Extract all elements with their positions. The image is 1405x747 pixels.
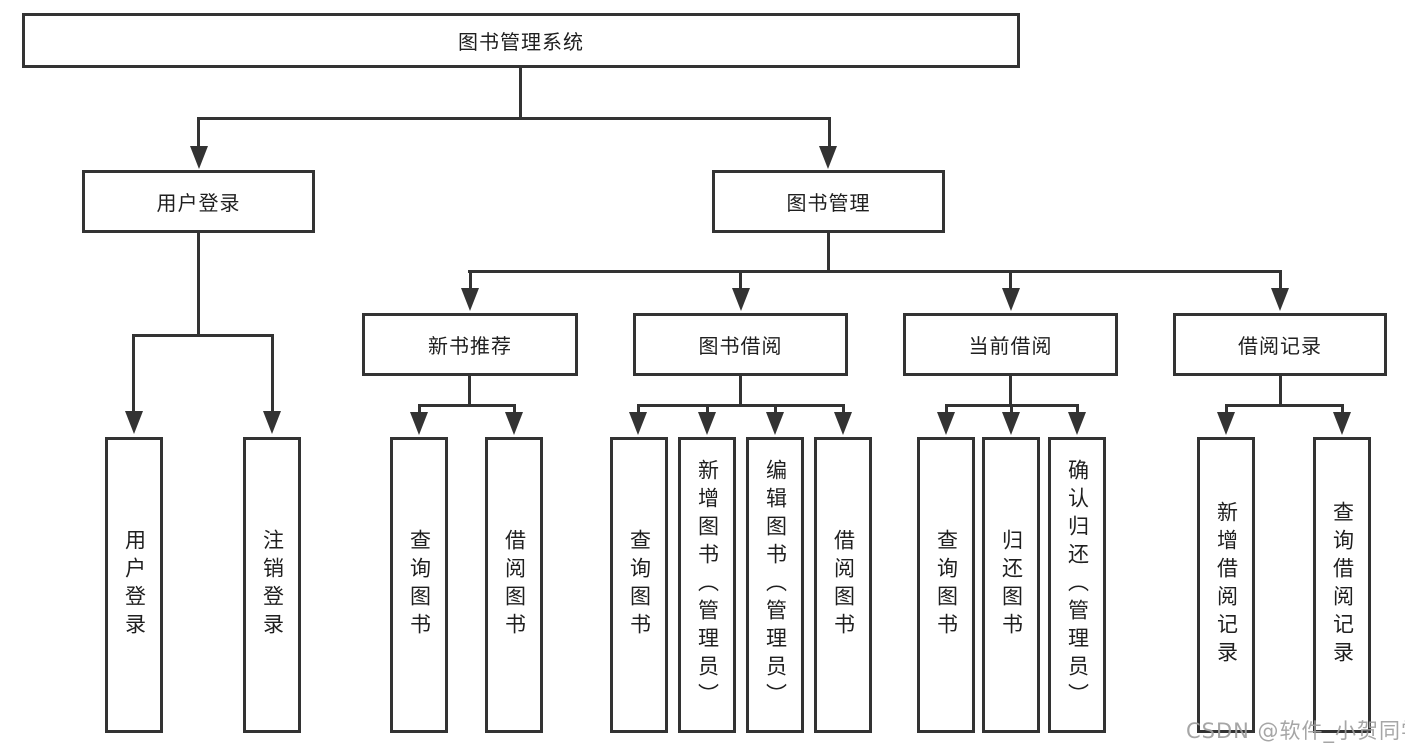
leaf-label: 归还图书 (999, 529, 1024, 641)
arrowhead-down-icon (125, 411, 143, 434)
connector-line (132, 334, 135, 412)
arrowhead-down-icon (1271, 288, 1289, 311)
connector-line (1010, 404, 1013, 414)
connector-line (468, 376, 471, 406)
leaf-edit-books-admin: 编辑图书（管理员） (746, 437, 804, 733)
leaf-query-books-recommend: 查询图书 (390, 437, 448, 733)
csdn-watermark: CSDN @软件_小贺同学 (1186, 719, 1405, 743)
leaf-label: 编辑图书（管理员） (763, 459, 788, 711)
leaf-label: 借阅图书 (502, 529, 527, 641)
connector-line (1341, 404, 1344, 414)
connector-line (1225, 404, 1343, 407)
leaf-label: 注销登录 (260, 529, 285, 641)
leaf-confirm-return-admin: 确认归还（管理员） (1048, 437, 1106, 733)
arrowhead-down-icon (834, 412, 852, 435)
leaf-label: 借阅图书 (831, 529, 856, 641)
leaf-label: 用户登录 (122, 529, 147, 641)
node-user-login: 用户登录 (82, 170, 315, 233)
arrowhead-down-icon (937, 412, 955, 435)
leaf-query-books-current: 查询图书 (917, 437, 975, 733)
connector-line (197, 233, 200, 336)
arrowhead-down-icon (461, 288, 479, 311)
leaf-return-books: 归还图书 (982, 437, 1040, 733)
connector-line (774, 404, 777, 414)
leaf-label: 查询借阅记录 (1330, 501, 1355, 669)
connector-line (706, 404, 709, 414)
arrowhead-down-icon (732, 288, 750, 311)
connector-line (418, 404, 516, 407)
connector-line (637, 404, 640, 414)
connector-line (197, 117, 831, 120)
connector-line (1279, 376, 1282, 406)
connector-line (513, 404, 516, 414)
leaf-label: 新增图书（管理员） (695, 459, 720, 711)
leaf-query-books-borrow: 查询图书 (610, 437, 668, 733)
connector-line (468, 270, 1282, 273)
arrowhead-down-icon (629, 412, 647, 435)
arrowhead-down-icon (190, 146, 208, 169)
leaf-add-borrow-record: 新增借阅记录 (1197, 437, 1255, 733)
arrowhead-down-icon (263, 411, 281, 434)
connector-line (637, 404, 845, 407)
leaf-borrow-books: 借阅图书 (814, 437, 872, 733)
node-book-borrowing: 图书借阅 (633, 313, 848, 376)
node-current-borrowing: 当前借阅 (903, 313, 1118, 376)
connector-line (1279, 270, 1282, 290)
connector-line (739, 270, 742, 290)
connector-line (1076, 404, 1079, 414)
node-borrowing-records: 借阅记录 (1173, 313, 1387, 376)
connector-line (1009, 270, 1012, 290)
arrowhead-down-icon (1217, 412, 1235, 435)
connector-line (827, 233, 830, 273)
connector-line (828, 117, 831, 148)
leaf-label: 查询图书 (627, 529, 652, 641)
connector-line (739, 376, 742, 406)
leaf-user-login: 用户登录 (105, 437, 163, 733)
leaf-logout: 注销登录 (243, 437, 301, 733)
connector-line (945, 404, 948, 414)
connector-line (132, 334, 273, 337)
connector-line (197, 117, 200, 148)
connector-line (519, 68, 522, 118)
leaf-add-books-admin: 新增图书（管理员） (678, 437, 736, 733)
arrowhead-down-icon (1002, 288, 1020, 311)
leaf-label: 新增借阅记录 (1214, 501, 1239, 669)
connector-line (1225, 404, 1228, 414)
connector-line (1009, 376, 1012, 406)
arrowhead-down-icon (766, 412, 784, 435)
node-new-book-recommendation: 新书推荐 (362, 313, 578, 376)
connector-line (418, 404, 421, 414)
leaf-borrow-books-recommend: 借阅图书 (485, 437, 543, 733)
leaf-query-borrow-record: 查询借阅记录 (1313, 437, 1371, 733)
leaf-label: 查询图书 (934, 529, 959, 641)
connector-line (469, 270, 472, 290)
arrowhead-down-icon (1068, 412, 1086, 435)
arrowhead-down-icon (505, 412, 523, 435)
leaf-label: 确认归还（管理员） (1065, 459, 1090, 711)
connector-line (271, 334, 274, 412)
arrowhead-down-icon (410, 412, 428, 435)
connector-line (842, 404, 845, 414)
node-book-management: 图书管理 (712, 170, 945, 233)
leaf-label: 查询图书 (407, 529, 432, 641)
arrowhead-down-icon (1002, 412, 1020, 435)
node-library-management-system: 图书管理系统 (22, 13, 1020, 68)
arrowhead-down-icon (819, 146, 837, 169)
arrowhead-down-icon (1333, 412, 1351, 435)
arrowhead-down-icon (698, 412, 716, 435)
